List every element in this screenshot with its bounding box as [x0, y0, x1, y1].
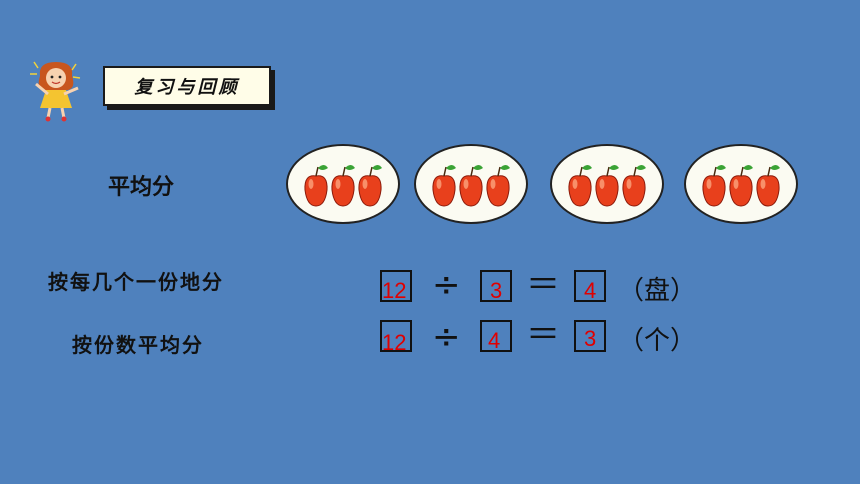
unit-label: （盘） [618, 276, 697, 306]
apple-group-icon [428, 158, 514, 210]
divisor-value: 4 [488, 328, 501, 353]
concept-label: 平均分 [108, 175, 175, 200]
answer-box[interactable] [380, 320, 412, 352]
divide-sign: ÷ [432, 265, 461, 305]
plate-3 [550, 144, 664, 224]
answer-box[interactable] [574, 320, 606, 352]
section-title: 复习与回顾 [103, 66, 271, 106]
girl-mascot-icon [26, 54, 86, 122]
plate-1 [286, 144, 400, 224]
apple-group-icon [564, 158, 650, 210]
answer-box[interactable] [380, 270, 412, 302]
divisor-value: 3 [490, 278, 503, 303]
dividend-value: 12 [382, 330, 407, 355]
quotient-value: 4 [584, 278, 597, 303]
quotient-value: 3 [584, 326, 597, 351]
divide-sign: ÷ [432, 317, 461, 357]
dividend-value: 12 [382, 278, 407, 303]
method-label-group: 按每几个一份地分 [48, 270, 224, 294]
answer-box[interactable] [480, 270, 512, 302]
equation-row-2: 12 ÷ 4 ＝ 3 （个） [380, 316, 760, 356]
unit-label: （个） [618, 326, 697, 356]
plate-2 [414, 144, 528, 224]
plate-4 [684, 144, 798, 224]
apple-group-icon [698, 158, 784, 210]
answer-box[interactable] [574, 270, 606, 302]
answer-box[interactable] [480, 320, 512, 352]
equation-row-1: 12 ÷ 3 ＝ 4 （盘） [380, 266, 760, 306]
equals-sign: ＝ [526, 265, 560, 305]
method-label-parts: 按份数平均分 [72, 333, 204, 357]
apple-group-icon [300, 158, 386, 210]
equals-sign: ＝ [526, 315, 560, 355]
